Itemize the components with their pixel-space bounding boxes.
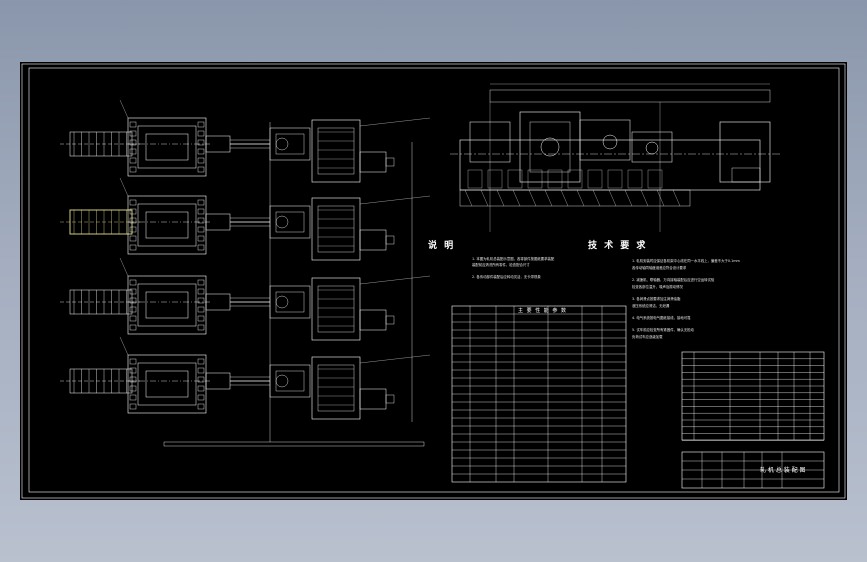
- mill-housing: [127, 117, 207, 177]
- tables-group: [451, 305, 825, 489]
- parts-list-table: [681, 351, 825, 441]
- top-dimension-frame: [489, 89, 771, 103]
- motor: [359, 309, 387, 331]
- inner-border: [28, 67, 840, 493]
- mill-housing: [127, 275, 207, 335]
- reducer: [311, 277, 361, 341]
- explanation-note-1: 1. 本图为轧机总装配示意图，各零部件按图纸要求装配: [472, 257, 555, 261]
- outer-border: [21, 63, 846, 499]
- reducer: [311, 197, 361, 261]
- params-table-title: 主 要 性 能 参 数: [518, 308, 567, 314]
- tech-note-1: 1. 轧机安装时应保证各机架中心线在同一水平线上，偏差不大于0.1mm: [632, 259, 740, 263]
- elevation-stand: [519, 111, 581, 183]
- elevation-motor: [719, 121, 771, 183]
- motor: [359, 388, 387, 410]
- tech-note-3: 2. 减速机、联轴器、万向接轴装配后应进行空运转试验: [632, 278, 715, 282]
- foundation: [459, 189, 691, 207]
- tech-note-5: 3. 各润滑点按要求加注润滑油脂: [632, 297, 681, 301]
- mill-stand-4: [60, 336, 431, 420]
- drawing-sheet: 说 明 技 术 要 求 主 要 性 能 参 数 轧 机 总 装 配 图 1. 本…: [20, 62, 847, 500]
- cad-drawing: [21, 63, 846, 499]
- explanation-note-2: 装配前应清洗所有零件，检查配合尺寸: [472, 263, 530, 267]
- mill-housing: [127, 354, 207, 414]
- explanation-heading: 说 明: [428, 241, 456, 251]
- explanation-note-3: 2. 各传动部件装配后应转动灵活，无卡滞现象: [472, 275, 541, 279]
- mill-stand-3: [60, 257, 431, 341]
- tech-note-8: 5. 试车前应检查所有紧固件，确认无松动: [632, 328, 694, 332]
- tech-note-7: 4. 电气系统按电气图纸接线，接地可靠: [632, 316, 691, 320]
- elevation-outline: [459, 139, 761, 191]
- title-block-label: 轧 机 总 装 配 图: [760, 467, 806, 474]
- reducer: [311, 356, 361, 420]
- motor: [359, 229, 387, 251]
- side-elevation-view: [450, 83, 780, 232]
- tech-note-9: 负荷试车应逐级加载: [632, 335, 663, 339]
- mill-stand-1: [60, 99, 431, 183]
- motor: [359, 151, 387, 173]
- reducer: [311, 119, 361, 183]
- mill-housing: [127, 195, 207, 255]
- mill-stands-group: [60, 99, 431, 447]
- tech-requirements-heading: 技 术 要 求: [588, 241, 648, 251]
- base-rail: [163, 441, 425, 447]
- tech-note-6: 液压系统应清洁，无泄漏: [632, 304, 670, 308]
- tech-note-4: 检查各部位温升、噪声及振动情况: [632, 285, 683, 289]
- mill-stand-2: [60, 177, 431, 261]
- tech-note-2: 各传动轴同轴度误差应符合设计要求: [632, 266, 687, 270]
